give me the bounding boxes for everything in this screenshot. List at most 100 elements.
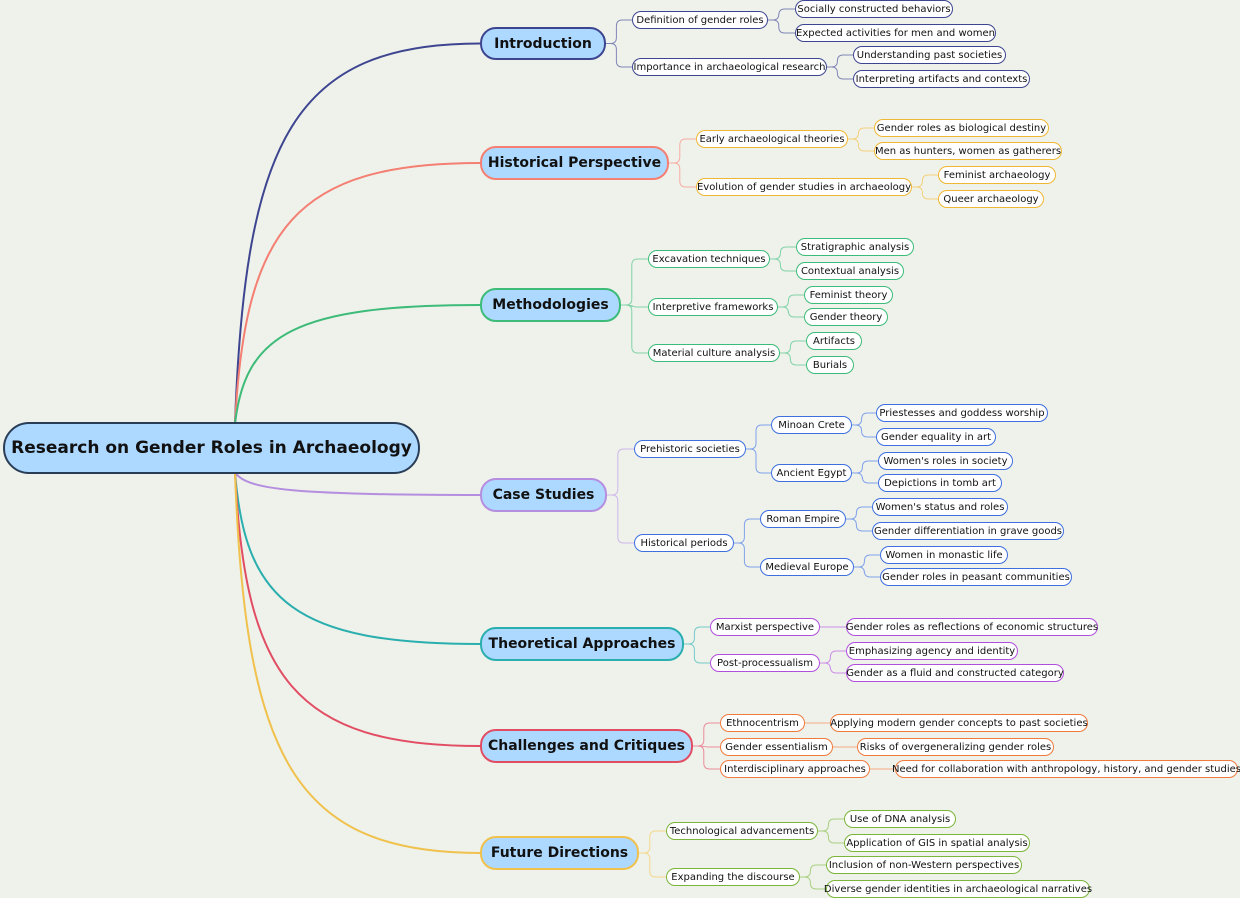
node-label: Gender essentialism bbox=[725, 741, 828, 753]
node-case-pre-egypt-2[interactable]: Depictions in tomb art bbox=[878, 474, 1002, 492]
node-label: Understanding past societies bbox=[856, 49, 1003, 61]
node-fut-tech-2[interactable]: Application of GIS in spatial analysis bbox=[844, 834, 1030, 852]
node-label: Medieval Europe bbox=[765, 561, 849, 573]
node-intro-def-2[interactable]: Expected activities for men and women bbox=[795, 24, 996, 42]
connector-case-hist-rome-1 bbox=[846, 506, 872, 520]
node-case-pre-egypt[interactable]: Ancient Egypt bbox=[771, 464, 852, 482]
node-hist-early-2[interactable]: Men as hunters, women as gatherers bbox=[874, 142, 1062, 160]
connector-theo-post-2 bbox=[820, 662, 846, 674]
connector-case-pre-egypt bbox=[746, 448, 771, 474]
connector-case-pre bbox=[607, 448, 634, 496]
node-intro-imp[interactable]: Importance in archaeological research bbox=[632, 58, 827, 76]
node-meth-exc[interactable]: Excavation techniques bbox=[648, 250, 770, 268]
connector-meth-exc-2 bbox=[770, 258, 796, 272]
node-label: Depictions in tomb art bbox=[884, 477, 996, 489]
node-label: Minoan Crete bbox=[778, 419, 845, 431]
node-case-hist-rome-2[interactable]: Gender differentiation in grave goods bbox=[872, 522, 1064, 540]
branch-connector-theoretical bbox=[234, 471, 481, 645]
node-label: Need for collaboration with anthropology… bbox=[891, 763, 1240, 775]
node-meth-mat[interactable]: Material culture analysis bbox=[648, 344, 780, 362]
node-challenges[interactable]: Challenges and Critiques bbox=[480, 729, 693, 763]
node-intro-imp-2[interactable]: Interpreting artifacts and contexts bbox=[853, 70, 1030, 88]
node-fut-tech[interactable]: Technological advancements bbox=[666, 822, 818, 840]
node-fut-exp-1[interactable]: Inclusion of non-Western perspectives bbox=[826, 856, 1022, 874]
connector-case-pre-egypt-2 bbox=[852, 472, 878, 484]
connector-hist-evo-2 bbox=[912, 186, 938, 200]
node-label: Evolution of gender studies in archaeolo… bbox=[696, 181, 912, 193]
node-label: Historical Perspective bbox=[487, 155, 662, 171]
node-label: Men as hunters, women as gatherers bbox=[874, 145, 1062, 157]
node-case-hist-med-2[interactable]: Gender roles in peasant communities bbox=[880, 568, 1072, 586]
node-hist-evo[interactable]: Evolution of gender studies in archaeolo… bbox=[696, 178, 912, 196]
node-root[interactable]: Research on Gender Roles in Archaeology bbox=[3, 422, 420, 474]
node-meth-int-2[interactable]: Gender theory bbox=[804, 308, 888, 326]
node-fut-exp[interactable]: Expanding the discourse bbox=[666, 868, 800, 886]
branch-connector-historical bbox=[234, 162, 481, 425]
node-hist-evo-2[interactable]: Queer archaeology bbox=[938, 190, 1044, 208]
node-label: Material culture analysis bbox=[652, 347, 776, 359]
node-hist-evo-1[interactable]: Feminist archaeology bbox=[938, 166, 1056, 184]
node-label: Emphasizing agency and identity bbox=[848, 645, 1016, 657]
node-meth-int[interactable]: Interpretive frameworks bbox=[648, 298, 778, 316]
connector-chal-inter bbox=[693, 745, 720, 770]
node-historical[interactable]: Historical Perspective bbox=[480, 146, 669, 180]
node-chal-ethno[interactable]: Ethnocentrism bbox=[720, 714, 805, 732]
node-theo-marx-1[interactable]: Gender roles as reflections of economic … bbox=[846, 618, 1098, 636]
node-chal-ess-1[interactable]: Risks of overgeneralizing gender roles bbox=[857, 738, 1054, 756]
node-label: Ethnocentrism bbox=[726, 717, 799, 729]
node-meth-exc-2[interactable]: Contextual analysis bbox=[796, 262, 904, 280]
node-label: Women's status and roles bbox=[875, 501, 1005, 513]
node-case-hist-rome[interactable]: Roman Empire bbox=[760, 510, 846, 528]
node-future[interactable]: Future Directions bbox=[480, 836, 639, 870]
node-label: Use of DNA analysis bbox=[849, 813, 951, 825]
branch-connector-case-studies bbox=[234, 471, 481, 496]
node-meth-mat-1[interactable]: Artifacts bbox=[806, 332, 862, 350]
connector-meth-int-2 bbox=[778, 306, 804, 318]
node-theo-post-1[interactable]: Emphasizing agency and identity bbox=[846, 642, 1018, 660]
node-intro-imp-1[interactable]: Understanding past societies bbox=[853, 46, 1006, 64]
node-label: Priestesses and goddess worship bbox=[879, 407, 1045, 419]
node-case-hist[interactable]: Historical periods bbox=[634, 534, 734, 552]
node-chal-ethno-1[interactable]: Applying modern gender concepts to past … bbox=[830, 714, 1088, 732]
node-label: Expected activities for men and women bbox=[796, 27, 995, 39]
node-theo-post[interactable]: Post-processualism bbox=[710, 654, 820, 672]
connector-meth-exc bbox=[621, 258, 648, 306]
node-case-hist-med-1[interactable]: Women in monastic life bbox=[880, 546, 1008, 564]
node-case-hist-rome-1[interactable]: Women's status and roles bbox=[872, 498, 1008, 516]
node-case-pre[interactable]: Prehistoric societies bbox=[634, 440, 746, 458]
connector-hist-evo-1 bbox=[912, 174, 938, 188]
node-introduction[interactable]: Introduction bbox=[480, 27, 606, 60]
node-chal-inter[interactable]: Interdisciplinary approaches bbox=[720, 760, 870, 778]
node-intro-def[interactable]: Definition of gender roles bbox=[632, 11, 768, 29]
node-label: Diverse gender identities in archaeologi… bbox=[823, 883, 1093, 895]
node-hist-early[interactable]: Early archaeological theories bbox=[696, 130, 848, 148]
node-case-pre-egypt-1[interactable]: Women's roles in society bbox=[878, 452, 1013, 470]
connector-intro-def bbox=[606, 19, 632, 44]
node-intro-def-1[interactable]: Socially constructed behaviors bbox=[795, 0, 953, 18]
node-theo-post-2[interactable]: Gender as a fluid and constructed catego… bbox=[846, 664, 1064, 682]
node-meth-int-1[interactable]: Feminist theory bbox=[804, 286, 893, 304]
node-methodologies[interactable]: Methodologies bbox=[480, 288, 621, 322]
node-label: Application of GIS in spatial analysis bbox=[846, 837, 1028, 849]
node-chal-inter-1[interactable]: Need for collaboration with anthropology… bbox=[891, 760, 1240, 778]
node-hist-early-1[interactable]: Gender roles as biological destiny bbox=[874, 119, 1049, 137]
node-chal-ess[interactable]: Gender essentialism bbox=[720, 738, 833, 756]
node-fut-exp-2[interactable]: Diverse gender identities in archaeologi… bbox=[823, 880, 1093, 898]
node-meth-mat-2[interactable]: Burials bbox=[806, 356, 854, 374]
node-fut-tech-1[interactable]: Use of DNA analysis bbox=[844, 810, 956, 828]
connector-theo-marx bbox=[684, 626, 710, 645]
node-label: Feminist archaeology bbox=[943, 169, 1051, 181]
node-case-studies[interactable]: Case Studies bbox=[480, 478, 607, 512]
connector-meth-int-1 bbox=[778, 294, 804, 308]
node-label: Inclusion of non-Western perspectives bbox=[828, 859, 1020, 871]
node-case-pre-minoan-2[interactable]: Gender equality in art bbox=[876, 428, 996, 446]
node-meth-exc-1[interactable]: Stratigraphic analysis bbox=[796, 238, 914, 256]
node-label: Gender theory bbox=[809, 311, 883, 323]
node-case-hist-med[interactable]: Medieval Europe bbox=[760, 558, 854, 576]
connector-meth-mat-2 bbox=[780, 352, 806, 366]
node-theoretical[interactable]: Theoretical Approaches bbox=[480, 627, 684, 661]
node-case-pre-minoan[interactable]: Minoan Crete bbox=[771, 416, 852, 434]
connector-case-hist-med bbox=[734, 542, 760, 568]
node-theo-marx[interactable]: Marxist perspective bbox=[710, 618, 820, 636]
node-case-pre-minoan-1[interactable]: Priestesses and goddess worship bbox=[876, 404, 1048, 422]
